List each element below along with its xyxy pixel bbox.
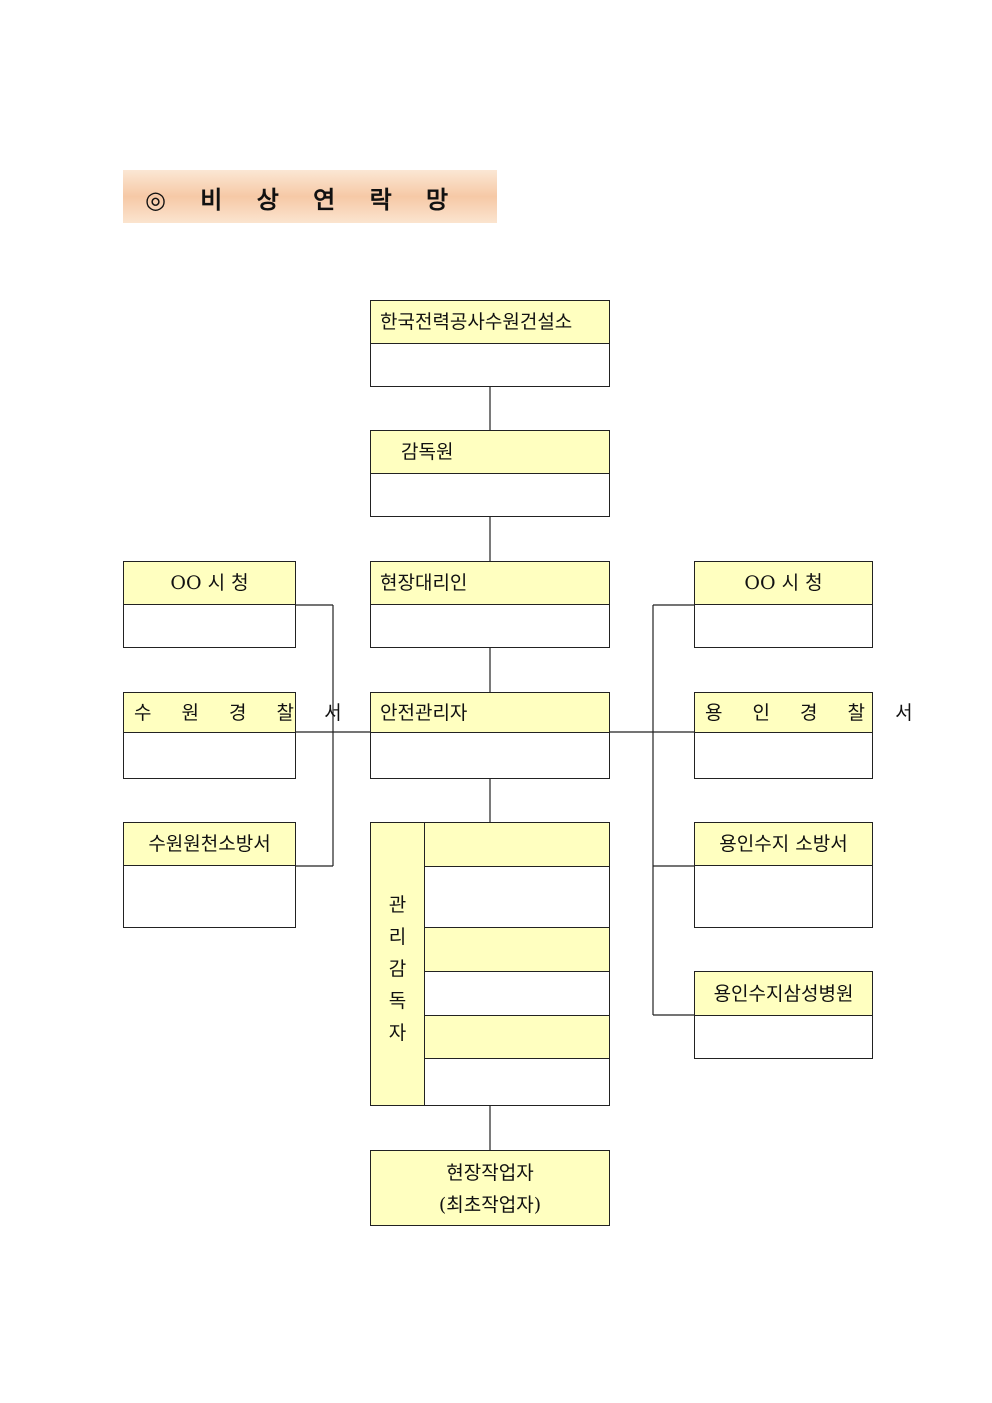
node-safety-manager-contact — [371, 733, 609, 778]
node-right-police-label: 용 인 경 찰 서 — [695, 693, 913, 733]
node-site-agent-label: 현장대리인 — [371, 562, 609, 605]
node-right-police-contact — [695, 733, 872, 778]
node-right-police: 용 인 경 찰 서 — [694, 692, 913, 779]
node-left-fire-station-label: 수원원천소방서 — [124, 823, 295, 866]
node-site-agent: 현장대리인 — [370, 561, 610, 648]
node-left-city-hall-contact — [124, 605, 295, 647]
management-supervisor-label: 관 리 감 독 자 — [388, 894, 407, 1044]
node-right-city-hall: OO 시 청 — [694, 561, 873, 648]
mgmt-cell-1-contact — [424, 866, 610, 928]
node-left-fire-station-contact — [124, 866, 295, 927]
node-safety-manager-label: 안전관리자 — [371, 693, 609, 733]
node-right-hospital: 용인수지삼성병원 — [694, 971, 873, 1059]
node-safety-manager: 안전관리자 — [370, 692, 610, 779]
node-right-fire-station-contact — [695, 866, 872, 927]
node-supervisor: 감독원 — [370, 430, 610, 517]
node-left-police-label: 수 원 경 찰 서 — [124, 693, 342, 733]
mgmt-cell-3-contact — [424, 1058, 610, 1106]
node-supervisor-contact — [371, 474, 609, 516]
node-management-supervisor: 관 리 감 독 자 — [370, 822, 425, 1106]
node-supervisor-label: 감독원 — [371, 431, 609, 474]
title-bar: ◎ 비 상 연 락 망 — [123, 170, 497, 223]
mgmt-cell-2-name — [424, 927, 610, 972]
node-right-city-hall-contact — [695, 605, 872, 647]
mgmt-cell-1-name — [424, 822, 610, 867]
node-right-city-hall-label: OO 시 청 — [695, 562, 872, 605]
node-site-agent-contact — [371, 605, 609, 647]
node-right-hospital-label: 용인수지삼성병원 — [695, 972, 872, 1016]
node-kepco-label: 한국전력공사수원건설소 — [371, 301, 609, 344]
node-left-police: 수 원 경 찰 서 — [123, 692, 342, 779]
node-left-police-contact — [124, 733, 295, 778]
node-right-fire-station-label: 용인수지 소방서 — [695, 823, 872, 866]
mgmt-cell-3-name — [424, 1015, 610, 1059]
page-title: ◎ 비 상 연 락 망 — [145, 186, 462, 214]
node-left-city-hall: OO 시 청 — [123, 561, 296, 648]
node-left-city-hall-label: OO 시 청 — [124, 562, 295, 605]
site-worker-label: 현장작업자 — [446, 1162, 534, 1184]
mgmt-cell-2-contact — [424, 971, 610, 1016]
node-right-fire-station: 용인수지 소방서 — [694, 822, 873, 928]
node-kepco-contact — [371, 344, 609, 386]
node-left-fire-station: 수원원천소방서 — [123, 822, 296, 928]
node-kepco: 한국전력공사수원건설소 — [370, 300, 610, 387]
node-site-worker: 현장작업자 (최초작업자) — [370, 1150, 610, 1226]
site-worker-sublabel: (최초작업자) — [438, 1194, 542, 1216]
node-right-hospital-contact — [695, 1016, 872, 1058]
